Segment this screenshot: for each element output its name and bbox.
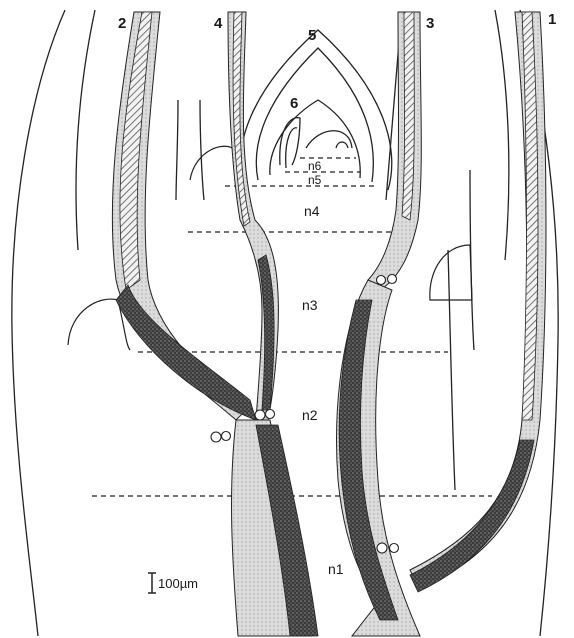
scale-bar-label: 100µm bbox=[158, 576, 198, 591]
scale-bar: 100µm bbox=[148, 573, 198, 593]
main-bundle-left bbox=[232, 420, 318, 636]
trace-label-2: 2 bbox=[118, 15, 126, 32]
trace-label-6: 6 bbox=[290, 95, 298, 112]
node-label-n5: n5 bbox=[308, 173, 322, 187]
trace-label-5: 5 bbox=[308, 27, 316, 44]
trace-3-strand bbox=[368, 12, 421, 290]
trace-1-strand bbox=[410, 12, 546, 592]
node-label-n4: n4 bbox=[304, 203, 320, 219]
trace-label-1: 1 bbox=[548, 11, 556, 28]
trace-4-strand bbox=[228, 12, 278, 420]
main-bundle-right bbox=[337, 280, 420, 636]
node-label-n6: n6 bbox=[308, 159, 322, 173]
trace-label-4: 4 bbox=[214, 15, 223, 32]
node-label-n1: n1 bbox=[328, 561, 344, 577]
node-label-n2: n2 bbox=[302, 407, 318, 423]
node-label-n3: n3 bbox=[302, 297, 318, 313]
trace-label-3: 3 bbox=[426, 15, 434, 32]
